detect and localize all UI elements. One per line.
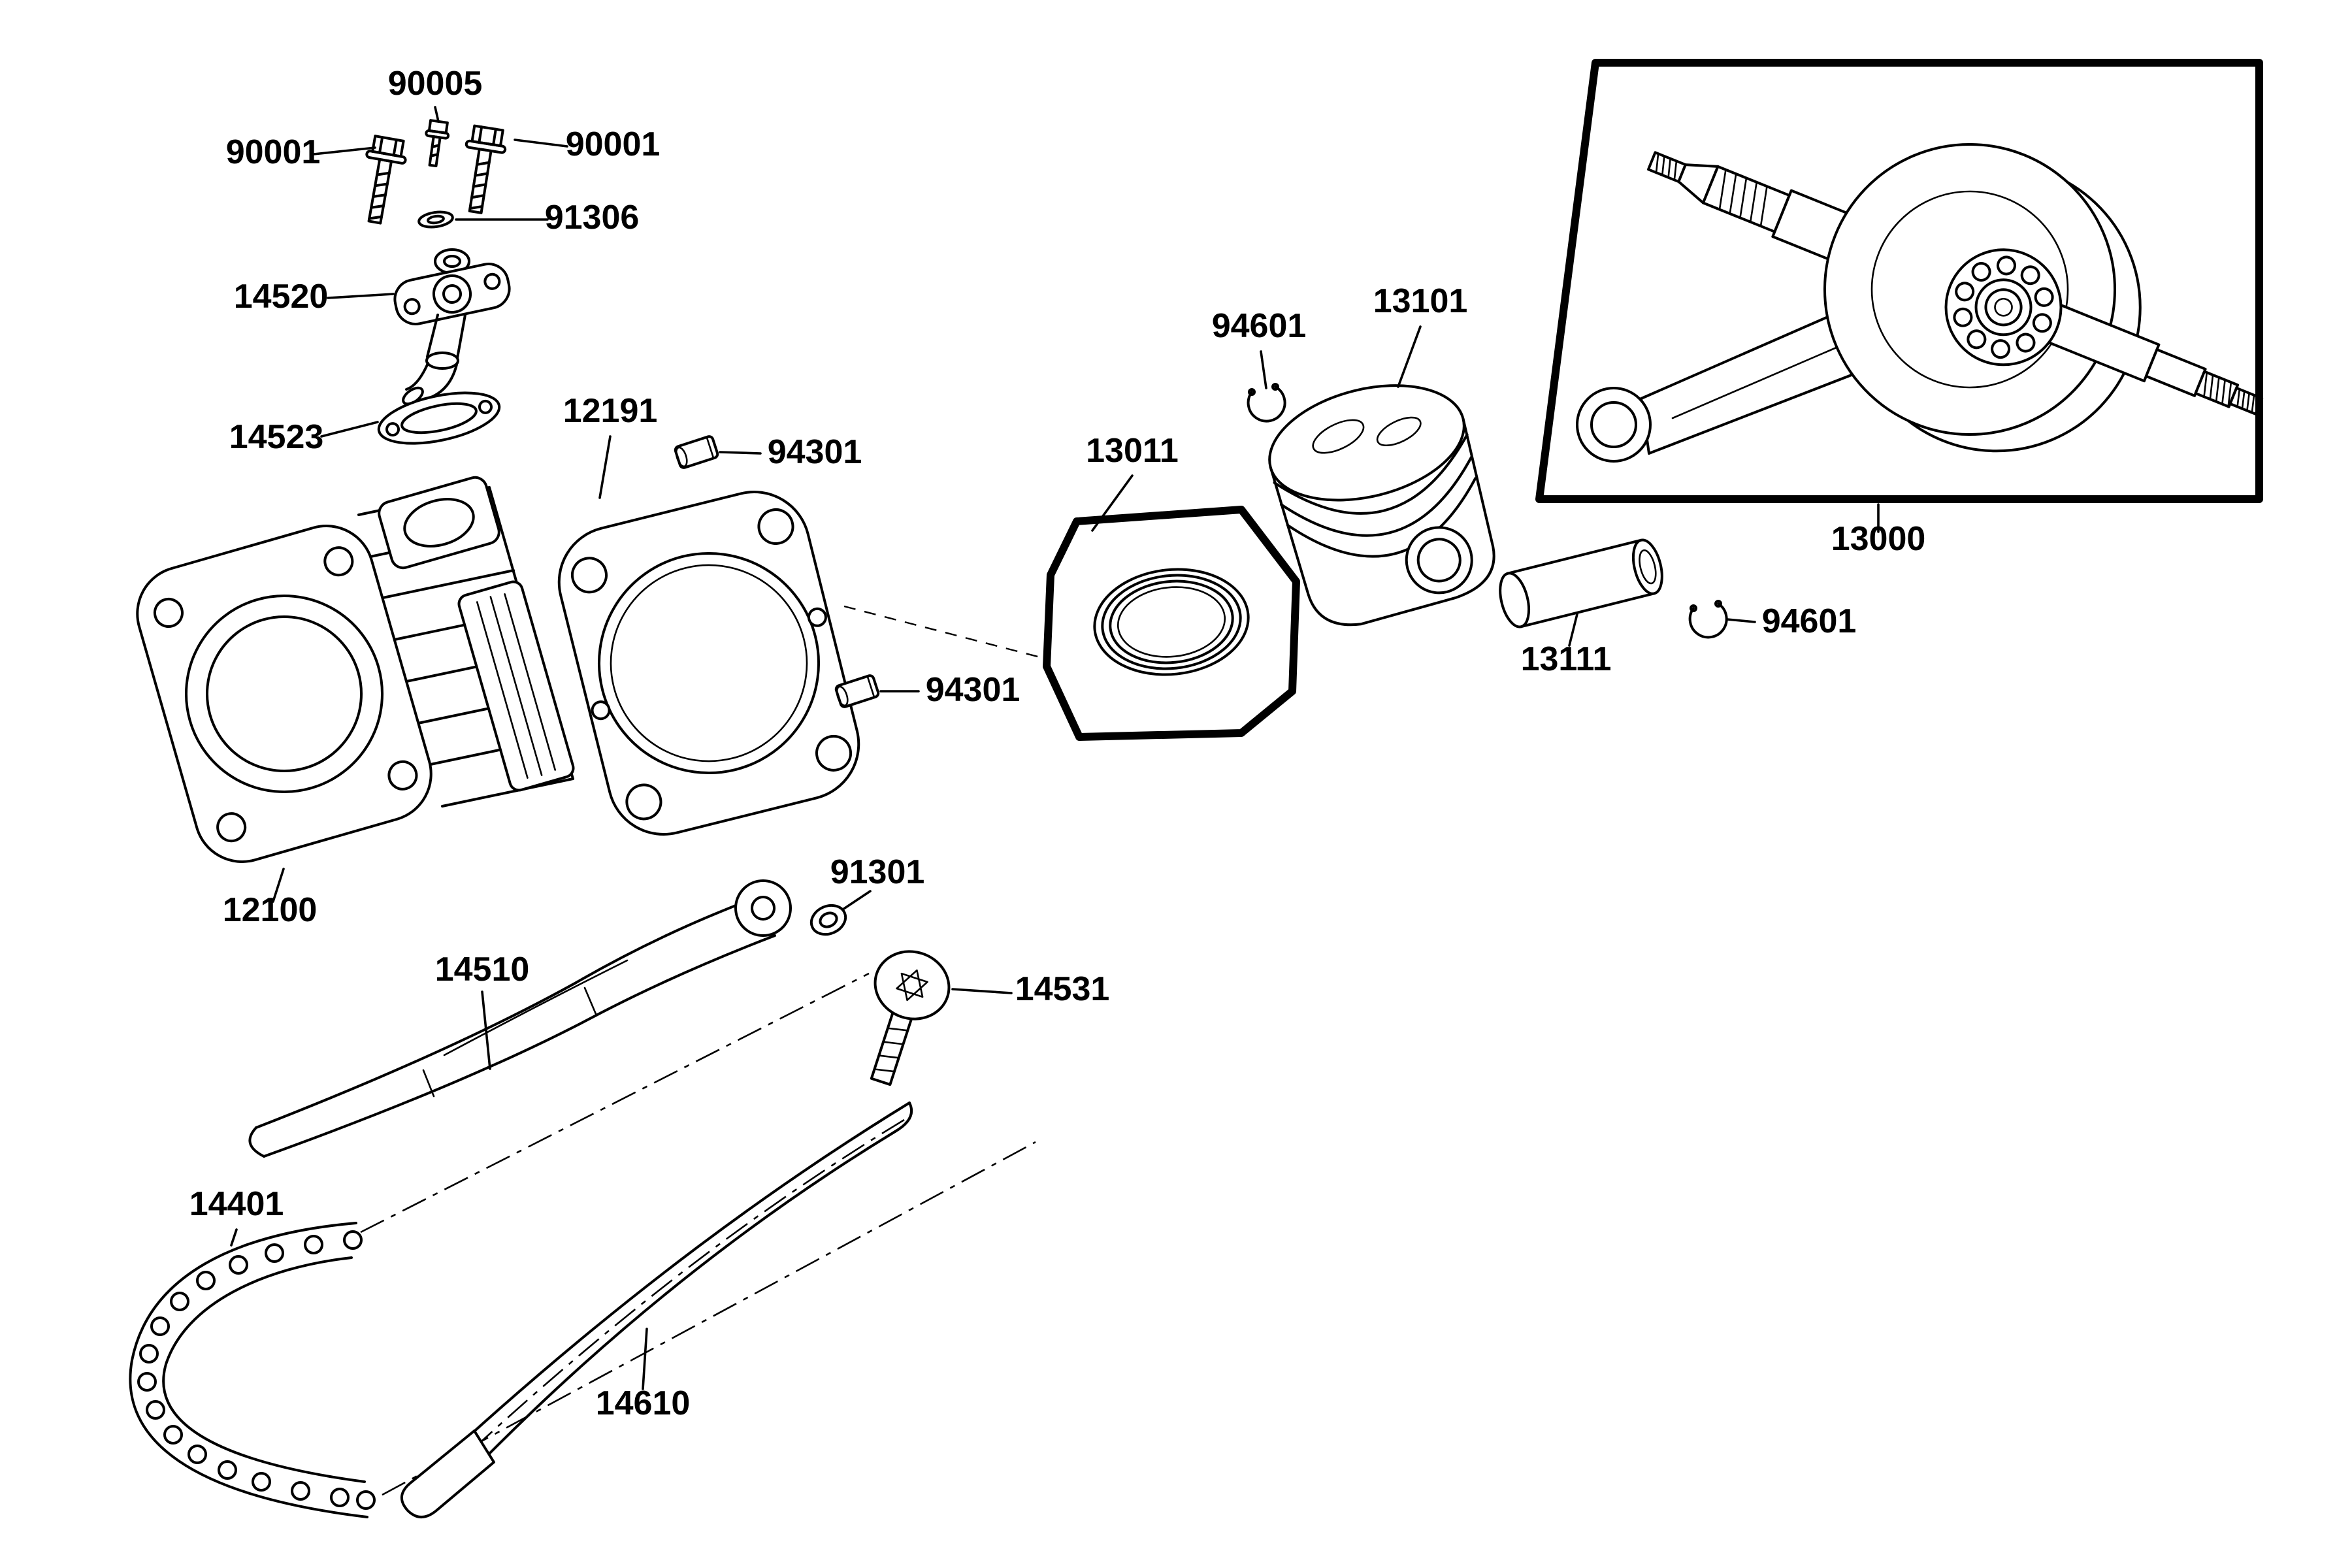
- part-label-14531: 14531: [1015, 970, 1110, 1008]
- tensioner-arm-14510-drawing: [248, 879, 792, 1158]
- part-label-14510: 14510: [435, 951, 530, 988]
- leader-lines: [230, 106, 1880, 1390]
- part-label-91301: 91301: [830, 853, 925, 891]
- part-label-12191: 12191: [563, 392, 658, 430]
- cylinder-12100-drawing: [136, 476, 575, 863]
- part-label-94601-upper: 94601: [1212, 307, 1307, 345]
- crankshaft-box-border: [1535, 59, 2263, 503]
- part-label-91306: 91306: [545, 199, 640, 237]
- part-label-13000: 13000: [1831, 520, 1926, 558]
- part-label-13111: 13111: [1521, 640, 1612, 678]
- piston-pin-13111-drawing: [1499, 538, 1663, 629]
- part-label-90005: 90005: [388, 65, 483, 103]
- chain-guide-14610-drawing: [400, 1102, 913, 1518]
- screw-90005-drawing: [425, 119, 450, 168]
- part-label-94301-lower: 94301: [926, 671, 1021, 709]
- part-label-14523: 14523: [229, 418, 324, 456]
- part-label-90001-right: 90001: [566, 125, 661, 163]
- washer-91301-drawing: [809, 904, 847, 936]
- part-label-14610: 14610: [596, 1384, 691, 1422]
- circlip-94601-upper-drawing: [1247, 383, 1286, 423]
- dowel-pin-94301-lower-drawing: [834, 674, 880, 708]
- alignment-dash-line: [843, 605, 1046, 660]
- joint-14520-drawing: [393, 248, 511, 406]
- gasket-14523-drawing: [377, 391, 501, 445]
- part-label-13011: 13011: [1086, 432, 1179, 470]
- crankshaft-13000-drawing: [1535, 59, 2264, 503]
- ring-set-13011-drawing: [1043, 506, 1300, 741]
- bolt-14531-drawing: [870, 950, 951, 1086]
- part-label-13101: 13101: [1373, 282, 1468, 320]
- washer-91306-drawing: [417, 210, 454, 229]
- part-label-94601-right: 94601: [1762, 602, 1857, 640]
- piston-13101-drawing: [1268, 384, 1495, 627]
- part-label-94301-upper: 94301: [768, 433, 862, 471]
- flange-bolt-90001-right-drawing: [455, 123, 510, 217]
- dowel-pin-94301-upper-drawing: [674, 435, 719, 469]
- part-label-14520: 14520: [234, 278, 329, 316]
- part-label-12100: 12100: [223, 891, 318, 929]
- part-label-14401: 14401: [189, 1185, 284, 1223]
- circlip-94601-right-drawing: [1688, 600, 1728, 639]
- part-label-90001-left: 90001: [226, 133, 321, 171]
- cam-chain-14401-drawing: [129, 972, 1036, 1518]
- cylinder-gasket-12191-drawing: [557, 490, 860, 836]
